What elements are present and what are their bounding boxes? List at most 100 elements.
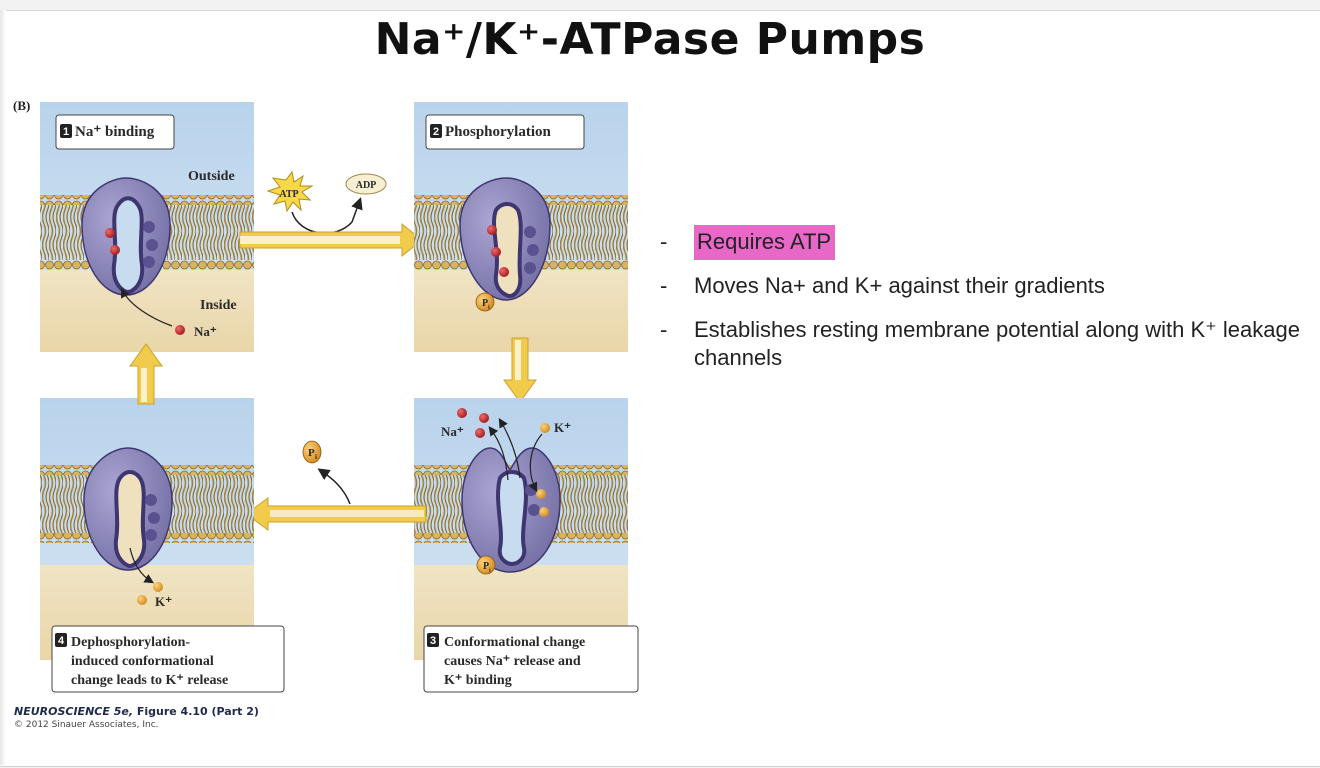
sodium-ion bbox=[457, 408, 467, 418]
phosphate-release-arrow bbox=[317, 468, 351, 505]
binding-site bbox=[524, 226, 536, 238]
sodium-ion bbox=[110, 245, 120, 255]
sodium-ion bbox=[487, 225, 497, 235]
potassium-label: K⁺ bbox=[554, 420, 571, 435]
binding-site bbox=[143, 221, 155, 233]
step-4-label-line: Dephosphorylation- bbox=[71, 635, 190, 650]
bullet-dash: - bbox=[660, 317, 668, 342]
arrow-shine bbox=[515, 340, 521, 380]
step-3-number: 3 bbox=[430, 635, 436, 647]
sodium-label: Na⁺ bbox=[194, 324, 217, 339]
figure-source: NEUROSCIENCE 5e, Figure 4.10 (Part 2) bbox=[14, 705, 259, 718]
potassium-entry-arrow bbox=[528, 433, 543, 493]
adp-label: ADP bbox=[356, 180, 377, 191]
sodium-ion bbox=[175, 325, 185, 335]
slide-title: Na⁺/K⁺-ATPase Pumps bbox=[374, 14, 926, 65]
slide-edge-shadow bbox=[0, 10, 6, 765]
adp-oval bbox=[345, 173, 387, 195]
binding-site bbox=[148, 512, 160, 524]
panel-letter: (B) bbox=[13, 98, 31, 113]
phosphate-label: P bbox=[483, 561, 489, 572]
panel-step-1: Na⁺ Outside Inside 1 Na⁺ binding bbox=[40, 102, 254, 352]
bullet-text: Moves Na+ and K+ against their gradients bbox=[694, 273, 1105, 298]
atp-label: ATP bbox=[279, 189, 298, 200]
sodium-ion bbox=[499, 267, 509, 277]
sodium-release-arrow bbox=[488, 426, 509, 481]
atp-starburst bbox=[266, 170, 314, 213]
sodium-ion bbox=[491, 247, 501, 257]
phosphate-label: P bbox=[482, 298, 488, 309]
step-3-label-line: causes Na⁺ release and bbox=[444, 654, 581, 669]
pump-channel bbox=[496, 470, 528, 567]
potassium-ion bbox=[536, 489, 546, 499]
phosphate-subscript: i bbox=[489, 568, 491, 574]
figure-reference: Figure 4.10 (Part 2) bbox=[136, 705, 259, 718]
step-1-label: Na⁺ binding bbox=[75, 124, 155, 140]
step-badge bbox=[430, 124, 442, 138]
bullet-dash: - bbox=[660, 273, 668, 298]
step-badge bbox=[427, 633, 439, 647]
potassium-ion bbox=[540, 423, 550, 433]
panel-step-2: P i 2 Phosphorylation bbox=[414, 102, 628, 352]
bullet-item: - Requires ATP bbox=[660, 225, 1300, 260]
binding-site bbox=[525, 484, 537, 496]
sodium-ion bbox=[475, 428, 485, 438]
binding-site bbox=[145, 529, 157, 541]
arrow-shine bbox=[270, 510, 424, 517]
pump-channel bbox=[111, 196, 145, 295]
atp-hydrolysis: ATP ADP bbox=[266, 170, 387, 234]
panel-step-3: Na⁺ K⁺ P i 3 Conformational change cause… bbox=[414, 398, 639, 693]
phosphate-group bbox=[475, 292, 495, 312]
potassium-ion bbox=[153, 582, 163, 592]
step-3-label-line: K⁺ binding bbox=[444, 673, 512, 688]
step-4-box bbox=[51, 625, 285, 693]
panel-step-4: K⁺ 4 Dephosphorylation- induced conforma… bbox=[40, 398, 285, 693]
bullet-item: - Establishes resting membrane potential… bbox=[660, 316, 1300, 372]
highlighted-text: Requires ATP bbox=[694, 225, 836, 260]
binding-site bbox=[527, 244, 539, 256]
step-1-number: 1 bbox=[63, 126, 69, 138]
inside-label: Inside bbox=[200, 298, 237, 313]
phosphate-subscript: i bbox=[488, 305, 490, 311]
sodium-entry-arrow bbox=[120, 287, 173, 327]
potassium-ion bbox=[539, 507, 549, 517]
bullet-list: - Requires ATP - Moves Na+ and K+ agains… bbox=[660, 225, 1300, 388]
step-2-label: Phosphorylation bbox=[445, 124, 552, 140]
step-3-label-line: Conformational change bbox=[444, 635, 585, 650]
phosphate-subscript: i bbox=[315, 453, 317, 461]
sodium-ion bbox=[479, 413, 489, 423]
sodium-release-arrow bbox=[498, 417, 521, 479]
phosphate-label: P bbox=[308, 447, 315, 459]
potassium-ion bbox=[137, 595, 147, 605]
binding-site bbox=[528, 504, 540, 516]
book-title: NEUROSCIENCE 5e, bbox=[14, 705, 133, 718]
pump-cycle-diagram: Na⁺ Outside Inside 1 Na⁺ binding ATP ADP… bbox=[40, 102, 639, 693]
step-4-label-line: induced conformational bbox=[71, 654, 214, 669]
copyright-notice: © 2012 Sinauer Associates, Inc. bbox=[14, 720, 159, 730]
step-4-label-line: change leads to K⁺ release bbox=[71, 673, 228, 688]
sodium-ion bbox=[105, 228, 115, 238]
atp-to-adp-arrow bbox=[291, 197, 363, 234]
phosphate-release: P i bbox=[302, 440, 351, 505]
free-phosphate bbox=[302, 440, 322, 464]
phosphate-group bbox=[476, 555, 496, 575]
binding-site bbox=[146, 239, 158, 251]
step-2-number: 2 bbox=[433, 126, 439, 138]
bullet-dash: - bbox=[660, 229, 668, 254]
binding-site bbox=[145, 494, 157, 506]
pump-channel bbox=[113, 470, 147, 569]
step-badge bbox=[55, 633, 67, 647]
bullet-item: - Moves Na+ and K+ against their gradien… bbox=[660, 272, 1300, 300]
potassium-release-arrow bbox=[129, 547, 155, 584]
bullet-text: Establishes resting membrane potential a… bbox=[694, 317, 1300, 370]
step-4-number: 4 bbox=[58, 635, 65, 647]
step-3-box bbox=[423, 625, 639, 693]
binding-site bbox=[524, 262, 536, 274]
arrow-shine bbox=[141, 368, 147, 402]
step-badge bbox=[60, 124, 72, 138]
binding-site bbox=[143, 256, 155, 268]
outside-label: Outside bbox=[188, 169, 235, 184]
arrow-shine bbox=[240, 236, 400, 244]
step-1-box bbox=[55, 114, 175, 150]
sodium-label: Na⁺ bbox=[441, 424, 464, 439]
